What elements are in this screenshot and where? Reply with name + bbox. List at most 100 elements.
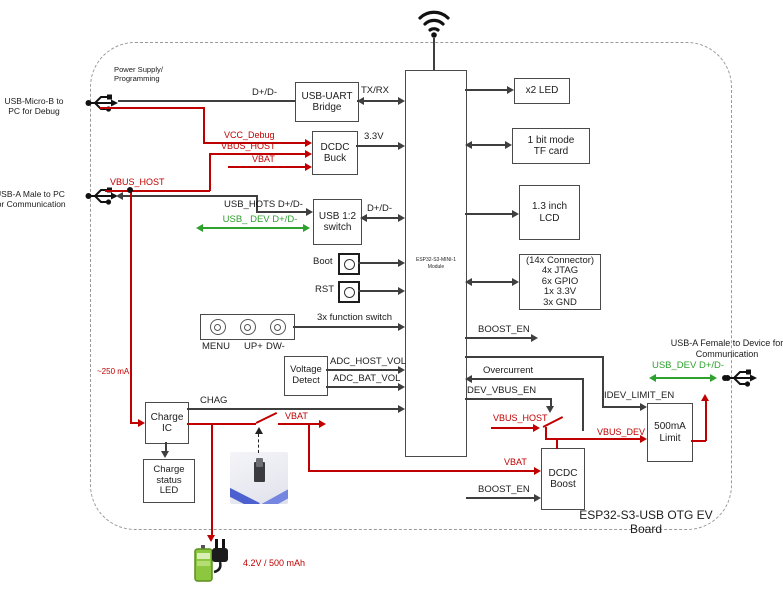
wire-vbus-host bbox=[105, 190, 210, 192]
arrowhead bbox=[196, 224, 203, 232]
arrowhead bbox=[357, 97, 364, 105]
wire-vbus-dev bbox=[545, 438, 640, 440]
usb-hots-label: USB_HOTS D+/D- bbox=[224, 199, 303, 210]
wire-boost-out bbox=[556, 439, 558, 449]
wire-x2-led bbox=[465, 89, 507, 91]
junction-dot bbox=[127, 187, 133, 193]
block-dcdc-buck: DCDC Buck bbox=[312, 131, 358, 175]
block-dcdc-boost: DCDC Boost bbox=[541, 448, 585, 510]
boot-button-cap bbox=[343, 258, 355, 270]
idev-limit-en-label: IDEV_LIMIT_EN bbox=[604, 390, 675, 402]
wire-idev-limit bbox=[602, 356, 604, 407]
wire-vbus-host bbox=[209, 153, 305, 155]
up-button-icon bbox=[239, 319, 256, 335]
menu-label: MENU bbox=[202, 341, 230, 352]
wire-vcc-debug bbox=[203, 107, 205, 143]
vbat-buck-label: VBAT bbox=[252, 154, 275, 164]
usb-a-female-icon bbox=[724, 369, 757, 387]
function-switch-box bbox=[200, 314, 295, 340]
wire-chag bbox=[187, 408, 398, 410]
junction-dot bbox=[722, 375, 728, 381]
wire-idev-limit bbox=[465, 356, 603, 358]
wire-vbat-buck bbox=[228, 166, 305, 168]
wire-fn-switch bbox=[293, 326, 398, 328]
usb-micro-icon bbox=[85, 94, 118, 112]
overcurrent-label: Overcurrent bbox=[483, 365, 534, 376]
arrowhead bbox=[138, 419, 145, 427]
arrowhead bbox=[161, 451, 169, 458]
arrowhead bbox=[116, 192, 123, 200]
wifi-antenna-icon bbox=[418, 10, 450, 38]
dw-label: DW- bbox=[266, 341, 285, 352]
pointer-dashed-line bbox=[258, 434, 259, 453]
wire-rst bbox=[358, 290, 398, 292]
wire-usb-hots bbox=[123, 195, 257, 197]
wire-usb-dev-left bbox=[203, 227, 303, 229]
arrowhead bbox=[305, 139, 312, 147]
arrowhead bbox=[303, 224, 310, 232]
arrowhead bbox=[710, 374, 717, 382]
vbus-host-buck-label: VBUS_HOST bbox=[221, 141, 276, 151]
wire-overcurrent bbox=[582, 378, 584, 431]
vbus-host-usba-label: VBUS_HOST bbox=[110, 177, 165, 187]
wire-vbus-host bbox=[209, 153, 211, 191]
switch-knob bbox=[256, 458, 263, 467]
tx-rx-label: TX/RX bbox=[361, 85, 389, 96]
wire-charge-in bbox=[130, 422, 138, 424]
wire-3v3 bbox=[356, 145, 398, 147]
arrowhead bbox=[701, 394, 709, 401]
wire-14x bbox=[472, 281, 512, 283]
arrowhead bbox=[306, 208, 313, 216]
antenna-wire bbox=[433, 38, 435, 70]
wire-dev-vbus-en bbox=[465, 398, 551, 400]
arrowhead bbox=[465, 141, 472, 149]
arrowhead bbox=[465, 375, 472, 383]
block-lcd: 1.3 inch LCD bbox=[519, 185, 580, 240]
wire-charge-in bbox=[130, 190, 132, 423]
usb-micro-label: USB-Micro-B to PC for Debug bbox=[4, 96, 64, 117]
wire-limit-out bbox=[705, 400, 707, 441]
arrowhead bbox=[546, 406, 554, 413]
vbus-host-switch-label: VBUS_HOST bbox=[493, 413, 548, 423]
dp-dm-switch-label: D+/D- bbox=[367, 203, 393, 214]
wire-dev-vbus-en bbox=[550, 398, 552, 407]
menu-button-icon bbox=[209, 319, 226, 335]
arrowhead bbox=[534, 494, 541, 502]
arrowhead bbox=[533, 424, 540, 432]
usb-a-female-label: USB-A Female to Device for Communication bbox=[670, 338, 783, 359]
block-voltage-detect: Voltage Detect bbox=[284, 356, 328, 396]
wire-boost-en-top bbox=[465, 337, 531, 339]
boost-en-bottom-label: BOOST_EN bbox=[478, 484, 530, 495]
arrowhead bbox=[534, 467, 541, 475]
v3-3-label: 3.3V bbox=[364, 131, 384, 142]
wire-adc-bat bbox=[326, 386, 398, 388]
board-title: ESP32-S3-USB OTG EV Board bbox=[579, 508, 713, 537]
wire-vbus-host-switch bbox=[491, 427, 533, 429]
wire-adc-host bbox=[326, 369, 398, 371]
wire-vbat-out bbox=[187, 423, 256, 425]
arrowhead bbox=[305, 163, 312, 171]
boot-label: Boot bbox=[313, 256, 333, 267]
vcc-debug-label: VCC_Debug bbox=[224, 130, 275, 140]
boot-button-icon bbox=[338, 253, 360, 275]
arrowhead bbox=[319, 420, 326, 428]
wire-vbus-dev bbox=[545, 427, 547, 439]
wire-vbat-boost bbox=[308, 423, 310, 470]
arrowhead bbox=[640, 403, 647, 411]
arrowhead bbox=[398, 214, 405, 222]
wire-vcc-debug bbox=[203, 142, 305, 144]
block-charge-ic: Charge IC bbox=[145, 402, 189, 444]
arrowhead bbox=[512, 210, 519, 218]
wire-usb-hots bbox=[256, 195, 258, 212]
arrowhead bbox=[360, 214, 367, 222]
arrowhead bbox=[649, 374, 656, 382]
arrowhead bbox=[512, 278, 519, 286]
wire-vbat-out bbox=[278, 423, 319, 425]
block-500ma-limit: 500mA Limit bbox=[647, 403, 693, 462]
adc-bat-vol-label: ADC_BAT_VOL bbox=[333, 373, 401, 384]
arrowhead bbox=[398, 323, 405, 331]
arrowhead bbox=[398, 97, 405, 105]
adc-host-vol-label: ADC_HOST_VOL bbox=[330, 356, 407, 367]
arrowhead bbox=[398, 383, 405, 391]
